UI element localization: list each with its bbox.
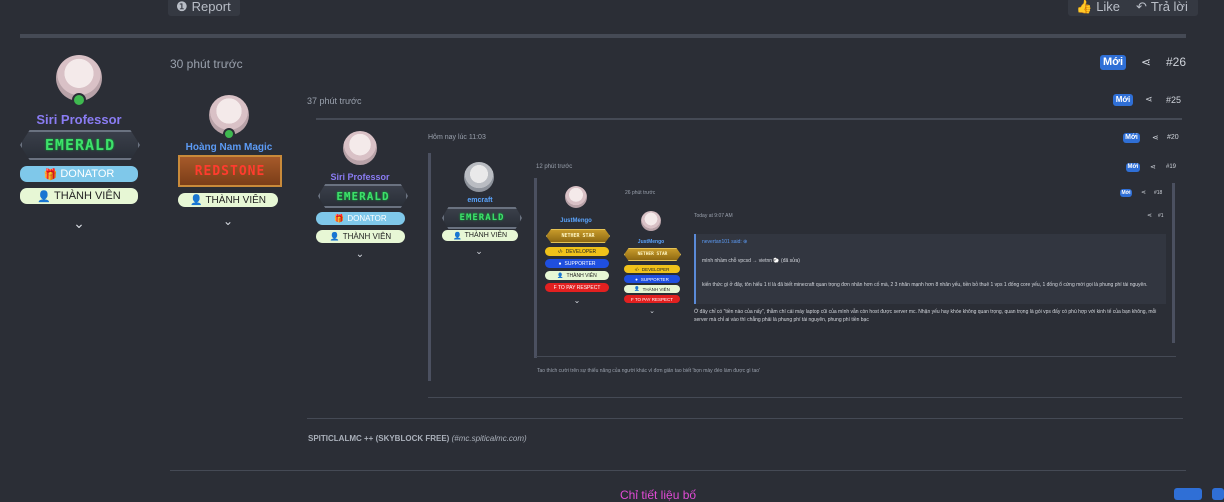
new-badge: Mới xyxy=(1126,163,1140,172)
pay-respect-badge: F TO PAY RESPECT xyxy=(624,295,680,303)
new-badge: Mới xyxy=(1120,189,1132,197)
post-time[interactable]: Hôm nay lúc 11:03 xyxy=(428,134,486,141)
quote-bar xyxy=(1172,183,1175,343)
circle-icon: ● xyxy=(635,276,638,282)
user-icon: 👤 xyxy=(634,286,640,291)
action-button[interactable] xyxy=(1174,488,1202,500)
rank-banner: NETHER STAR xyxy=(624,248,681,261)
developer-badge: ‹/›DEVELOPER xyxy=(545,247,609,256)
post-time[interactable]: 37 phút trước xyxy=(307,96,362,106)
chevron-down-icon[interactable]: ⌄ xyxy=(355,249,365,260)
signature-separator xyxy=(536,356,1176,357)
rank-banner: NETHER STAR xyxy=(546,229,610,243)
new-badge: Mới xyxy=(1100,55,1126,70)
username[interactable]: emcraft xyxy=(467,197,493,204)
member-badge: 👤THÀNH VIÊN xyxy=(20,188,138,204)
avatar[interactable] xyxy=(641,211,661,231)
rank-banner: EMERALD xyxy=(20,130,140,160)
post-separator xyxy=(316,118,1182,120)
action-button[interactable] xyxy=(1212,488,1224,500)
post-body: Ở đây chỉ có "tiền nào của nấy", thằm ch… xyxy=(694,309,1157,323)
reply-icon: ↶ xyxy=(1136,0,1147,14)
supporter-badge: ●SUPPORTER xyxy=(624,275,680,283)
quote-bar xyxy=(428,153,432,381)
chevron-down-icon[interactable]: ⌄ xyxy=(222,214,234,228)
circle-icon: ● xyxy=(558,260,562,267)
share-icon[interactable]: ⋖ xyxy=(1145,94,1153,104)
gift-icon: 🎁 xyxy=(43,168,58,181)
post-number[interactable]: #18 xyxy=(1154,190,1163,196)
signature-separator xyxy=(428,397,1182,398)
code-icon: ‹/› xyxy=(557,248,563,255)
post-time[interactable]: 12 phút trước xyxy=(536,164,573,170)
username[interactable]: JustMengo xyxy=(560,218,592,224)
donator-badge: 🎁DONATOR xyxy=(20,166,138,182)
reply-button[interactable]: ↶Trả lời xyxy=(1128,0,1198,16)
post-number[interactable]: #26 xyxy=(1166,55,1187,69)
post-time[interactable]: 26 phút trước xyxy=(625,190,656,196)
rank-banner: EMERALD xyxy=(318,184,408,208)
username[interactable]: JustMengo xyxy=(637,239,665,245)
online-indicator-icon xyxy=(72,93,86,107)
rank-banner: EMERALD xyxy=(442,207,522,229)
signature: SPITICLALMC ++ (SKYBLOCK FREE) (#mc.spit… xyxy=(308,434,527,443)
bottom-link[interactable]: Chỉ tiết liệu bố xyxy=(620,488,697,502)
signature-separator xyxy=(307,418,1183,419)
user-icon: 👤 xyxy=(189,194,203,206)
member-badge: 👤THÀNH VIÊN xyxy=(178,193,278,207)
developer-badge: ‹/›DEVELOPER xyxy=(624,265,680,273)
new-badge: Mới xyxy=(1113,94,1133,106)
code-icon: ‹/› xyxy=(634,266,639,272)
supporter-badge: ●SUPPORTER xyxy=(545,259,609,268)
post-number[interactable]: #20 xyxy=(1167,134,1179,141)
quote-block xyxy=(694,234,1166,304)
chevron-down-icon[interactable]: ⌄ xyxy=(475,246,483,256)
signature-text: Tao thích cười trên sự thiểu năng của ng… xyxy=(537,368,760,374)
like-button[interactable]: 👍Like xyxy=(1068,0,1134,16)
pay-respect-badge: F TO PAY RESPECT xyxy=(545,283,609,292)
share-icon[interactable]: ⋖ xyxy=(1152,133,1159,142)
new-badge: Mới xyxy=(1123,133,1140,143)
username[interactable]: Hoàng Nam Magic xyxy=(185,142,273,153)
member-badge: 👤THÀNH VIÊN xyxy=(442,230,518,241)
post-number[interactable]: #1 xyxy=(1158,213,1164,219)
donator-badge: 🎁DONATOR xyxy=(316,212,405,225)
user-icon: 👤 xyxy=(452,232,462,240)
share-icon[interactable]: ⋖ xyxy=(1141,190,1147,196)
member-badge: 👤THÀNH VIÊN xyxy=(545,271,609,280)
share-icon[interactable]: ⋖ xyxy=(1150,164,1156,171)
avatar[interactable] xyxy=(343,131,377,165)
username[interactable]: Siri Professor xyxy=(330,172,390,182)
post-number[interactable]: #25 xyxy=(1166,95,1182,105)
post-time[interactable]: 30 phút trước xyxy=(170,57,243,71)
gift-icon: 🎁 xyxy=(334,214,345,223)
username[interactable]: Siri Professor xyxy=(36,112,122,127)
quote-text: mình nhầm chỗ vpcsd → vietnn 🐑 (đã sửa) xyxy=(702,258,800,264)
member-badge: 👤THÀNH VIÊN xyxy=(624,285,680,293)
chevron-down-icon[interactable]: ⌄ xyxy=(573,296,581,305)
quote-text: kiến thức gì ở đây, tôn hiểu 1 tí là đã … xyxy=(702,282,1148,288)
post-time[interactable]: Today at 9:07 AM xyxy=(694,213,733,219)
share-icon[interactable]: ⋖ xyxy=(1141,55,1152,69)
avatar[interactable] xyxy=(565,186,587,208)
post-separator xyxy=(170,470,1186,471)
post-number[interactable]: #19 xyxy=(1166,164,1177,170)
avatar[interactable] xyxy=(464,162,494,192)
chevron-down-icon[interactable]: ⌄ xyxy=(73,215,85,231)
user-icon: 👤 xyxy=(37,190,52,203)
user-icon: 👤 xyxy=(557,272,564,279)
user-icon: 👤 xyxy=(329,232,340,241)
quote-bar xyxy=(534,178,538,358)
share-icon[interactable]: ⋖ xyxy=(1147,213,1153,219)
member-badge: 👤THÀNH VIÊN xyxy=(316,230,405,243)
online-indicator-icon xyxy=(223,128,235,140)
rank-banner: REDSTONE xyxy=(178,155,282,187)
post-separator xyxy=(20,34,1186,38)
chevron-down-icon[interactable]: ⌄ xyxy=(649,308,655,315)
quote-author[interactable]: nevertan101 said: ⊕ xyxy=(702,239,748,245)
info-icon: ❶ xyxy=(176,0,188,14)
thumbs-up-icon: 👍 xyxy=(1076,0,1093,14)
